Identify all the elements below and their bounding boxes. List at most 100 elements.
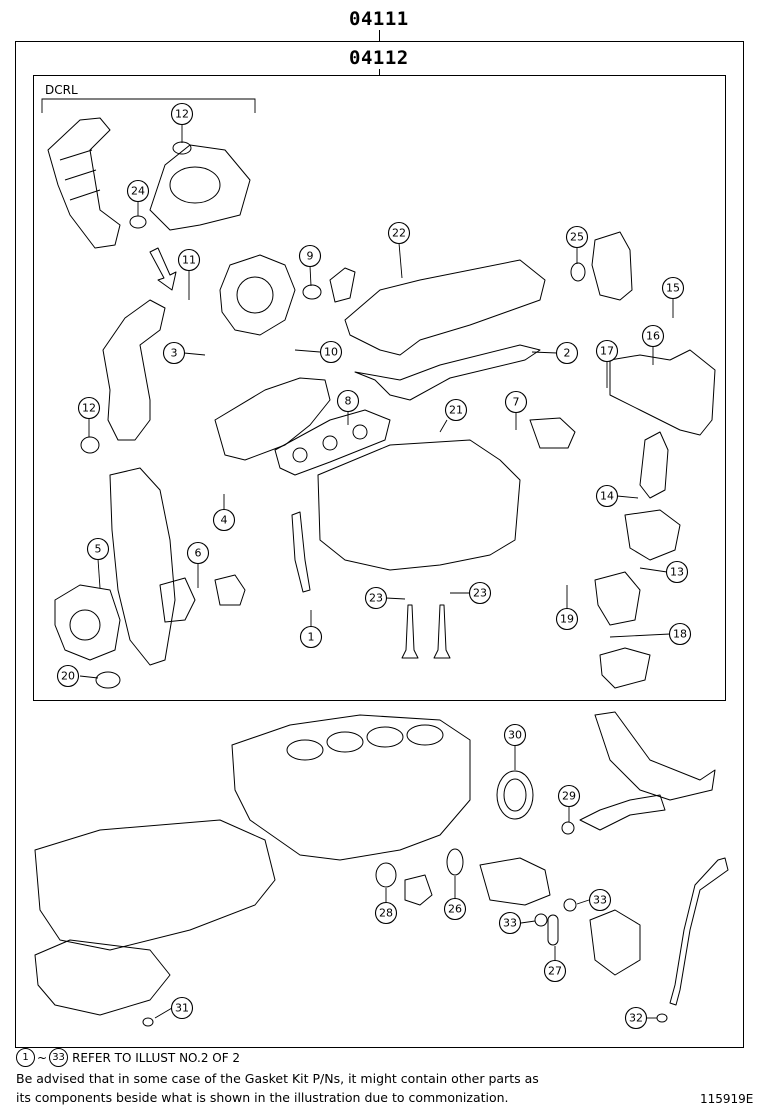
callout[interactable]: 16: [641, 324, 665, 348]
part-thermostat-housing: [589, 909, 641, 976]
callout-number: 1: [308, 631, 315, 644]
callout[interactable]: 11: [177, 248, 201, 272]
callout-number: 23: [473, 587, 487, 600]
part-cover-plate: [214, 574, 246, 606]
callout[interactable]: 21: [444, 398, 468, 422]
part-oil-pump: [159, 577, 196, 623]
callout[interactable]: 23: [364, 586, 388, 610]
part-seal-ring: [80, 436, 100, 454]
callout[interactable]: 26: [443, 897, 467, 921]
callout[interactable]: 15: [661, 276, 685, 300]
callout[interactable]: 32: [624, 1006, 648, 1030]
part-seal-ring: [95, 671, 121, 689]
part-turbo-pipe: [329, 267, 356, 303]
part-water-pump-impeller: [69, 609, 101, 641]
callout-number: 28: [379, 907, 393, 920]
callout[interactable]: 12: [77, 396, 101, 420]
callout[interactable]: 8: [336, 389, 360, 413]
callout[interactable]: 1: [299, 625, 323, 649]
callout[interactable]: 5: [86, 537, 110, 561]
part-valve: [433, 604, 451, 659]
callout[interactable]: 19: [555, 607, 579, 631]
callout[interactable]: 13: [665, 560, 689, 584]
leader-stem-04111: [379, 30, 381, 42]
part-o-ring: [534, 913, 548, 927]
callout[interactable]: 29: [557, 784, 581, 808]
callout[interactable]: 24: [126, 179, 150, 203]
part-egr-cooler: [609, 349, 716, 436]
callout-number: 19: [560, 613, 574, 626]
callout-number: 22: [392, 227, 406, 240]
callout[interactable]: 22: [387, 221, 411, 245]
part-gasket-port: [352, 424, 368, 440]
callout-number: 3: [171, 347, 178, 360]
callout[interactable]: 25: [565, 225, 589, 249]
callout-number: 13: [670, 566, 684, 579]
callout[interactable]: 30: [503, 723, 527, 747]
callout[interactable]: 7: [504, 390, 528, 414]
callout[interactable]: 17: [595, 339, 619, 363]
callout[interactable]: 23: [468, 581, 492, 605]
callout[interactable]: 10: [319, 340, 343, 364]
part-oil-cooler: [479, 857, 551, 906]
callout-number: 21: [449, 404, 463, 417]
callout[interactable]: 12: [170, 102, 194, 126]
callout[interactable]: 33: [498, 911, 522, 935]
part-bore: [326, 731, 364, 753]
part-water-pump: [54, 584, 121, 661]
callout-number: 15: [666, 282, 680, 295]
part-oil-pan-lower: [34, 939, 171, 1016]
callout-number: 12: [82, 402, 96, 415]
callout-number: 11: [182, 254, 196, 267]
part-drain-plug-gasket: [142, 1017, 154, 1027]
part-water-outlet-pipe: [579, 794, 666, 831]
callout[interactable]: 28: [374, 901, 398, 925]
part-o-ring: [302, 284, 322, 300]
callout-number: 32: [629, 1012, 643, 1025]
callout-number: 24: [131, 185, 145, 198]
part-valve: [401, 604, 419, 659]
part-front-pipe: [102, 299, 166, 441]
callout-number: 26: [448, 903, 462, 916]
part-oil-dipstick-guide: [669, 857, 729, 1006]
callout[interactable]: 4: [212, 508, 236, 532]
part-egr-pipe: [639, 431, 669, 499]
part-intake-manifold: [214, 377, 331, 461]
kit-number-04112: 04112: [349, 47, 409, 69]
part-oil-pan-upper: [34, 819, 276, 951]
callout[interactable]: 9: [298, 244, 322, 268]
callout[interactable]: 31: [170, 996, 194, 1020]
kit-04111-frame: [15, 41, 744, 1048]
callout[interactable]: 18: [668, 622, 692, 646]
callout-number: 2: [564, 347, 571, 360]
callout-number: 10: [324, 346, 338, 359]
advisory-line-2: its components beside what is shown in t…: [16, 1090, 509, 1105]
part-bore: [286, 739, 324, 761]
callout-number: 7: [513, 396, 520, 409]
footnote-text: REFER TO ILLUST NO.2 OF 2: [72, 1050, 241, 1065]
callout[interactable]: 33: [588, 888, 612, 912]
part-crankshaft-seal-inner: [503, 778, 527, 812]
callout[interactable]: 20: [56, 664, 80, 688]
part-injector: [291, 511, 311, 593]
callout[interactable]: 6: [186, 541, 210, 565]
callout-number: 12: [175, 108, 189, 121]
callout[interactable]: 2: [555, 341, 579, 365]
callout[interactable]: 3: [162, 341, 186, 365]
footnote-range-end: 33: [49, 1048, 69, 1067]
kit-number-04111: 04111: [349, 8, 409, 30]
part-seal-ring: [375, 862, 397, 888]
callout[interactable]: 14: [595, 484, 619, 508]
part-plug: [404, 874, 433, 906]
part-exhaust-pipe: [47, 117, 121, 249]
callout-number: 27: [548, 965, 562, 978]
callout[interactable]: 27: [543, 959, 567, 983]
callout-number: 9: [307, 250, 314, 263]
callouts: 12 24 11 9 22 25 15 3 10 2 16 17 12 8 21…: [56, 102, 692, 1030]
callout-number: 30: [508, 729, 522, 742]
part-throttle-body: [594, 571, 641, 626]
part-manifold-gasket: [274, 409, 391, 476]
footnote-tilde: ~: [37, 1050, 48, 1065]
part-gasket-port: [322, 435, 338, 451]
